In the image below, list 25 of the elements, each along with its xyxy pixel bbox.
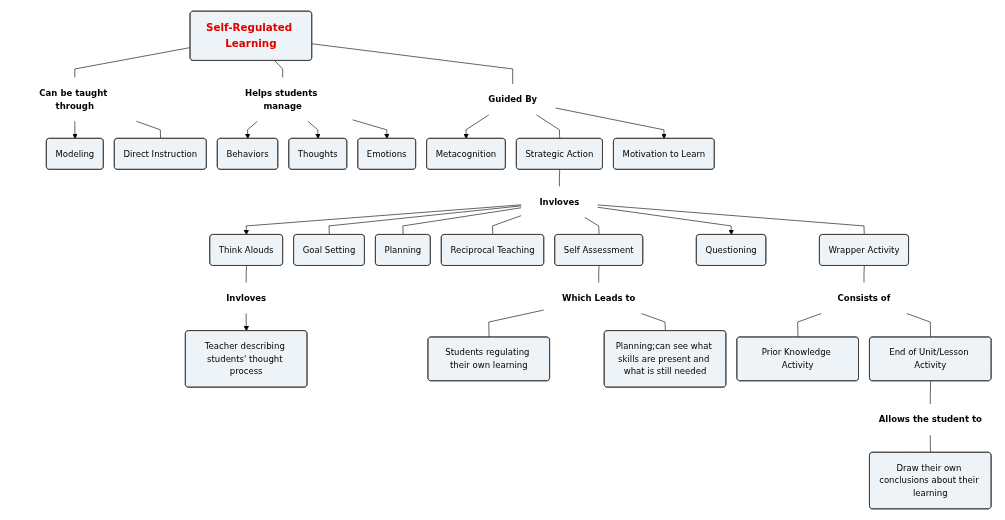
connector	[559, 169, 560, 187]
connector	[245, 265, 247, 283]
node-text: Helps students manage	[245, 87, 318, 111]
connector	[328, 205, 522, 236]
node-text: Allows the student to	[878, 414, 982, 425]
connector	[274, 60, 283, 78]
connector	[598, 265, 600, 283]
node-text: Consists of	[837, 292, 891, 303]
connector	[488, 309, 545, 338]
connector	[402, 207, 522, 236]
connector	[930, 434, 931, 453]
connector	[930, 380, 931, 405]
connector	[136, 121, 161, 139]
connector	[311, 43, 513, 85]
node-text: Invloves	[226, 292, 267, 303]
connector	[863, 265, 865, 283]
connector	[492, 215, 522, 236]
node-text: Invloves	[539, 196, 580, 207]
node-text: Which Leads to	[561, 292, 636, 303]
connector	[584, 217, 600, 236]
connector	[74, 47, 191, 78]
node-text: Guided By	[488, 94, 538, 104]
connector	[641, 313, 666, 332]
node-text: Can be taught through	[39, 87, 108, 111]
connector	[536, 114, 560, 139]
